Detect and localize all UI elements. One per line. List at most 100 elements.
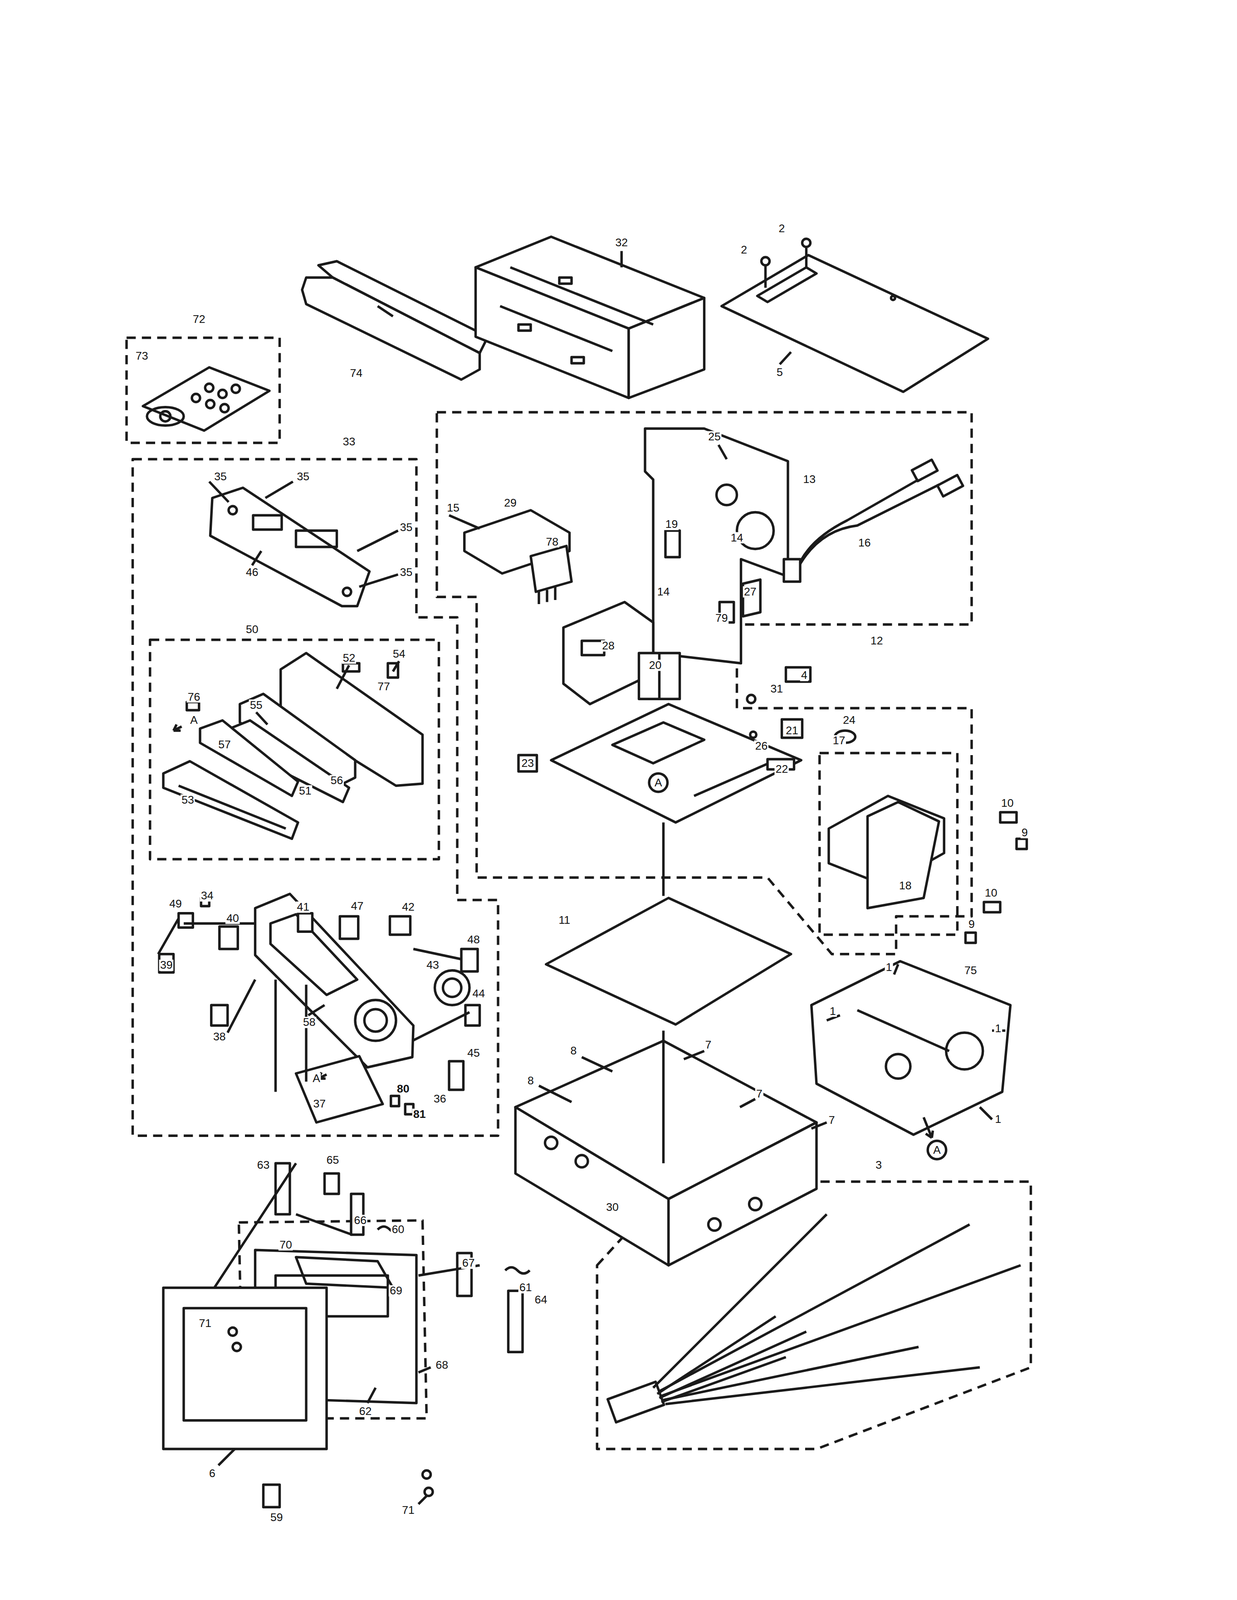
callout-number: 80 bbox=[396, 1083, 411, 1095]
group-outlines bbox=[126, 337, 1032, 1450]
callout-number: 29 bbox=[503, 497, 518, 509]
callout-number: 64 bbox=[533, 1294, 548, 1306]
callout-number: 52 bbox=[341, 652, 357, 665]
callout-number: 75 bbox=[963, 964, 978, 977]
callout-number: 15 bbox=[445, 502, 461, 514]
callout-number: 27 bbox=[743, 586, 758, 598]
callout-number: 2 bbox=[777, 223, 786, 235]
callout-number: 10 bbox=[983, 887, 999, 899]
callout-number: 12 bbox=[869, 635, 885, 647]
callout-number: 44 bbox=[471, 988, 486, 1000]
callout-number: 7 bbox=[755, 1088, 764, 1101]
mechanism bbox=[811, 961, 1011, 1139]
callout-number: 7 bbox=[827, 1114, 837, 1127]
callout-number: 32 bbox=[614, 237, 629, 249]
remote bbox=[142, 367, 270, 431]
callout-number: 34 bbox=[200, 890, 215, 902]
callout-number: 70 bbox=[278, 1239, 294, 1252]
sub-board bbox=[828, 796, 1027, 944]
callout-number: 60 bbox=[390, 1224, 406, 1236]
callout-number: 13 bbox=[801, 474, 817, 486]
callout-number: 23 bbox=[520, 757, 535, 770]
callout-number: 1 bbox=[884, 962, 894, 974]
callout-number: 19 bbox=[664, 518, 679, 531]
callout-number: 71 bbox=[197, 1318, 213, 1330]
callout-number: 61 bbox=[518, 1282, 533, 1294]
callout-number: 49 bbox=[168, 898, 183, 910]
callout-number: 20 bbox=[647, 660, 663, 672]
callout-number: 79 bbox=[714, 612, 729, 625]
callout-number: 24 bbox=[841, 714, 857, 727]
callout-number: 36 bbox=[432, 1093, 448, 1105]
insulator-sheet bbox=[546, 898, 792, 1025]
callout-number: 81 bbox=[412, 1109, 427, 1121]
callout-number: 14 bbox=[655, 586, 671, 598]
callout-number: 74 bbox=[348, 367, 364, 380]
callout-number: 35 bbox=[398, 522, 414, 534]
callout-number: 46 bbox=[244, 567, 260, 579]
callout-number: 59 bbox=[269, 1511, 284, 1524]
callout-number: 41 bbox=[295, 901, 311, 914]
callout-number: 68 bbox=[434, 1359, 450, 1372]
callout-number: A bbox=[311, 1073, 322, 1085]
callout-number: 11 bbox=[557, 914, 572, 927]
callout-number: 62 bbox=[357, 1405, 373, 1418]
callout-number: 35 bbox=[213, 470, 228, 483]
callout-number: 55 bbox=[249, 699, 264, 711]
callout-number: 69 bbox=[388, 1285, 404, 1297]
callout-number: 2 bbox=[739, 244, 749, 256]
callout-number: 8 bbox=[526, 1075, 535, 1087]
callout-number: 56 bbox=[329, 775, 344, 787]
callout-number: 67 bbox=[461, 1257, 476, 1270]
callout-number: 48 bbox=[466, 934, 481, 946]
callout-number: 72 bbox=[191, 313, 207, 326]
callout-number: 78 bbox=[544, 536, 560, 548]
callout-number: 25 bbox=[707, 431, 722, 443]
callout-number: 5 bbox=[775, 366, 784, 379]
callout-number: 1 bbox=[828, 1005, 837, 1017]
callout-number: 31 bbox=[769, 683, 784, 695]
callout-number: 47 bbox=[349, 900, 365, 913]
wire-harness bbox=[607, 1214, 1021, 1423]
callout-number: 40 bbox=[225, 913, 240, 925]
callout-number: 77 bbox=[376, 681, 392, 693]
callout-number: 8 bbox=[569, 1045, 578, 1057]
callout-number: 50 bbox=[244, 624, 260, 636]
callout-number: 43 bbox=[425, 959, 441, 972]
callout-number: 14 bbox=[729, 532, 744, 544]
sleeve bbox=[475, 236, 705, 399]
callout-number: 51 bbox=[298, 785, 313, 797]
callout-number: 4 bbox=[800, 669, 809, 682]
front-bezel bbox=[163, 1163, 530, 1508]
callout-number: 63 bbox=[255, 1159, 271, 1172]
callout-number: 58 bbox=[302, 1016, 317, 1029]
callout-number: 28 bbox=[601, 640, 616, 652]
callout-number: 21 bbox=[784, 725, 800, 737]
callout-number: 7 bbox=[704, 1039, 713, 1052]
chassis bbox=[515, 1041, 827, 1266]
callout-number: 3 bbox=[874, 1159, 883, 1172]
main-board-parts bbox=[449, 428, 964, 705]
callout-number: 9 bbox=[1020, 827, 1029, 839]
callout-number: 33 bbox=[341, 436, 357, 448]
rear-panel bbox=[209, 481, 398, 607]
callout-number: 18 bbox=[898, 880, 913, 892]
callout-number: 16 bbox=[857, 537, 872, 549]
callout-number: 9 bbox=[967, 919, 976, 931]
callout-number: 10 bbox=[1000, 797, 1015, 809]
callout-number: 76 bbox=[186, 691, 201, 703]
callout-number: 73 bbox=[134, 350, 150, 362]
front-panel bbox=[158, 894, 480, 1123]
callout-number: A bbox=[653, 777, 664, 789]
case bbox=[302, 261, 489, 380]
callout-number: 71 bbox=[400, 1505, 416, 1517]
callout-number: A bbox=[932, 1144, 942, 1156]
callout-number: 30 bbox=[605, 1201, 620, 1213]
callout-number: 22 bbox=[774, 763, 789, 776]
callout-number: 54 bbox=[391, 648, 407, 661]
callout-number: 45 bbox=[466, 1047, 481, 1060]
callout-number: 1 bbox=[993, 1114, 1003, 1126]
callout-number: 17 bbox=[831, 735, 846, 747]
callout-number: 26 bbox=[753, 740, 769, 752]
